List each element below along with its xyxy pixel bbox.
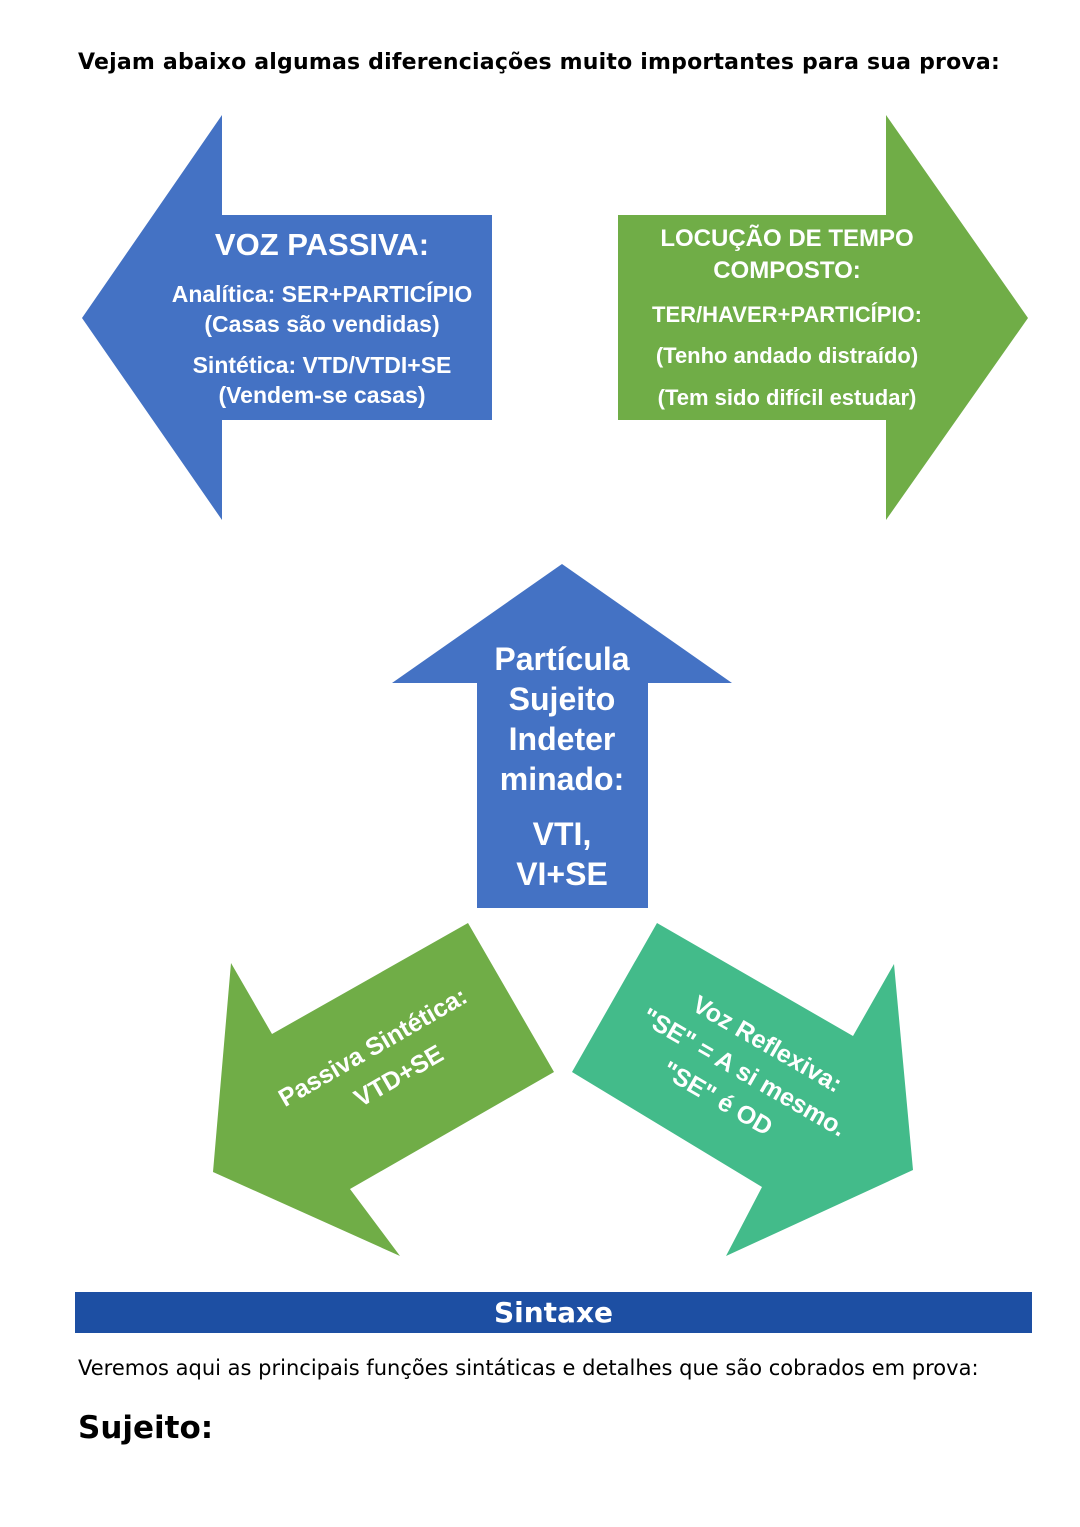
voz-passiva-sintetica-example: (Vendem-se casas) xyxy=(218,382,425,408)
particula-line5: VTI, xyxy=(533,816,592,852)
concept-diagram: VOZ PASSIVA: Analítica: SER+PARTICÍPIO (… xyxy=(82,115,1028,1256)
section-title-bar: Sintaxe xyxy=(75,1292,1032,1333)
particula-arrow: Partícula Sujeito Indeter minado: VTI, V… xyxy=(392,564,732,908)
locucao-arrow-shape xyxy=(618,115,1028,520)
section-intro-text: Veremos aqui as principais funções sintá… xyxy=(78,1356,979,1380)
locucao-title-line2: COMPOSTO: xyxy=(713,257,861,284)
particula-line6: VI+SE xyxy=(516,856,608,892)
particula-arrow-shape xyxy=(392,564,732,908)
voz-passiva-analitica-example: (Casas são vendidas) xyxy=(204,311,439,337)
voz-passiva-arrow: VOZ PASSIVA: Analítica: SER+PARTICÍPIO (… xyxy=(82,115,492,520)
voz-passiva-analitica: Analítica: SER+PARTICÍPIO xyxy=(172,280,473,307)
locucao-example2: (Tem sido difícil estudar) xyxy=(658,385,917,410)
passiva-sintetica-arrow: Passiva Sintética: VTD+SE xyxy=(213,923,554,1256)
particula-line4: minado: xyxy=(500,761,624,797)
locucao-title-line1: LOCUÇÃO DE TEMPO xyxy=(660,224,913,252)
intro-text: Vejam abaixo algumas diferenciações muit… xyxy=(78,50,1000,75)
voz-reflexiva-arrow-shape xyxy=(572,923,913,1256)
voz-passiva-sintetica: Sintética: VTD/VTDI+SE xyxy=(193,352,452,378)
particula-line2: Sujeito xyxy=(509,681,616,717)
particula-line3: Indeter xyxy=(509,721,616,757)
locucao-rule: TER/HAVER+PARTICÍPIO: xyxy=(652,302,922,327)
particula-line1: Partícula xyxy=(494,641,629,677)
locucao-example1: (Tenho andado distraído) xyxy=(656,343,918,368)
passiva-sintetica-arrow-shape xyxy=(213,923,554,1256)
voz-passiva-arrow-shape xyxy=(82,115,492,520)
voz-reflexiva-arrow: Voz Reflexiva: "SE" = A si mesmo. "SE" é… xyxy=(572,923,913,1256)
locucao-arrow: LOCUÇÃO DE TEMPO COMPOSTO: TER/HAVER+PAR… xyxy=(618,115,1028,520)
subject-heading: Sujeito: xyxy=(78,1410,214,1446)
voz-passiva-title: VOZ PASSIVA: xyxy=(215,227,429,262)
